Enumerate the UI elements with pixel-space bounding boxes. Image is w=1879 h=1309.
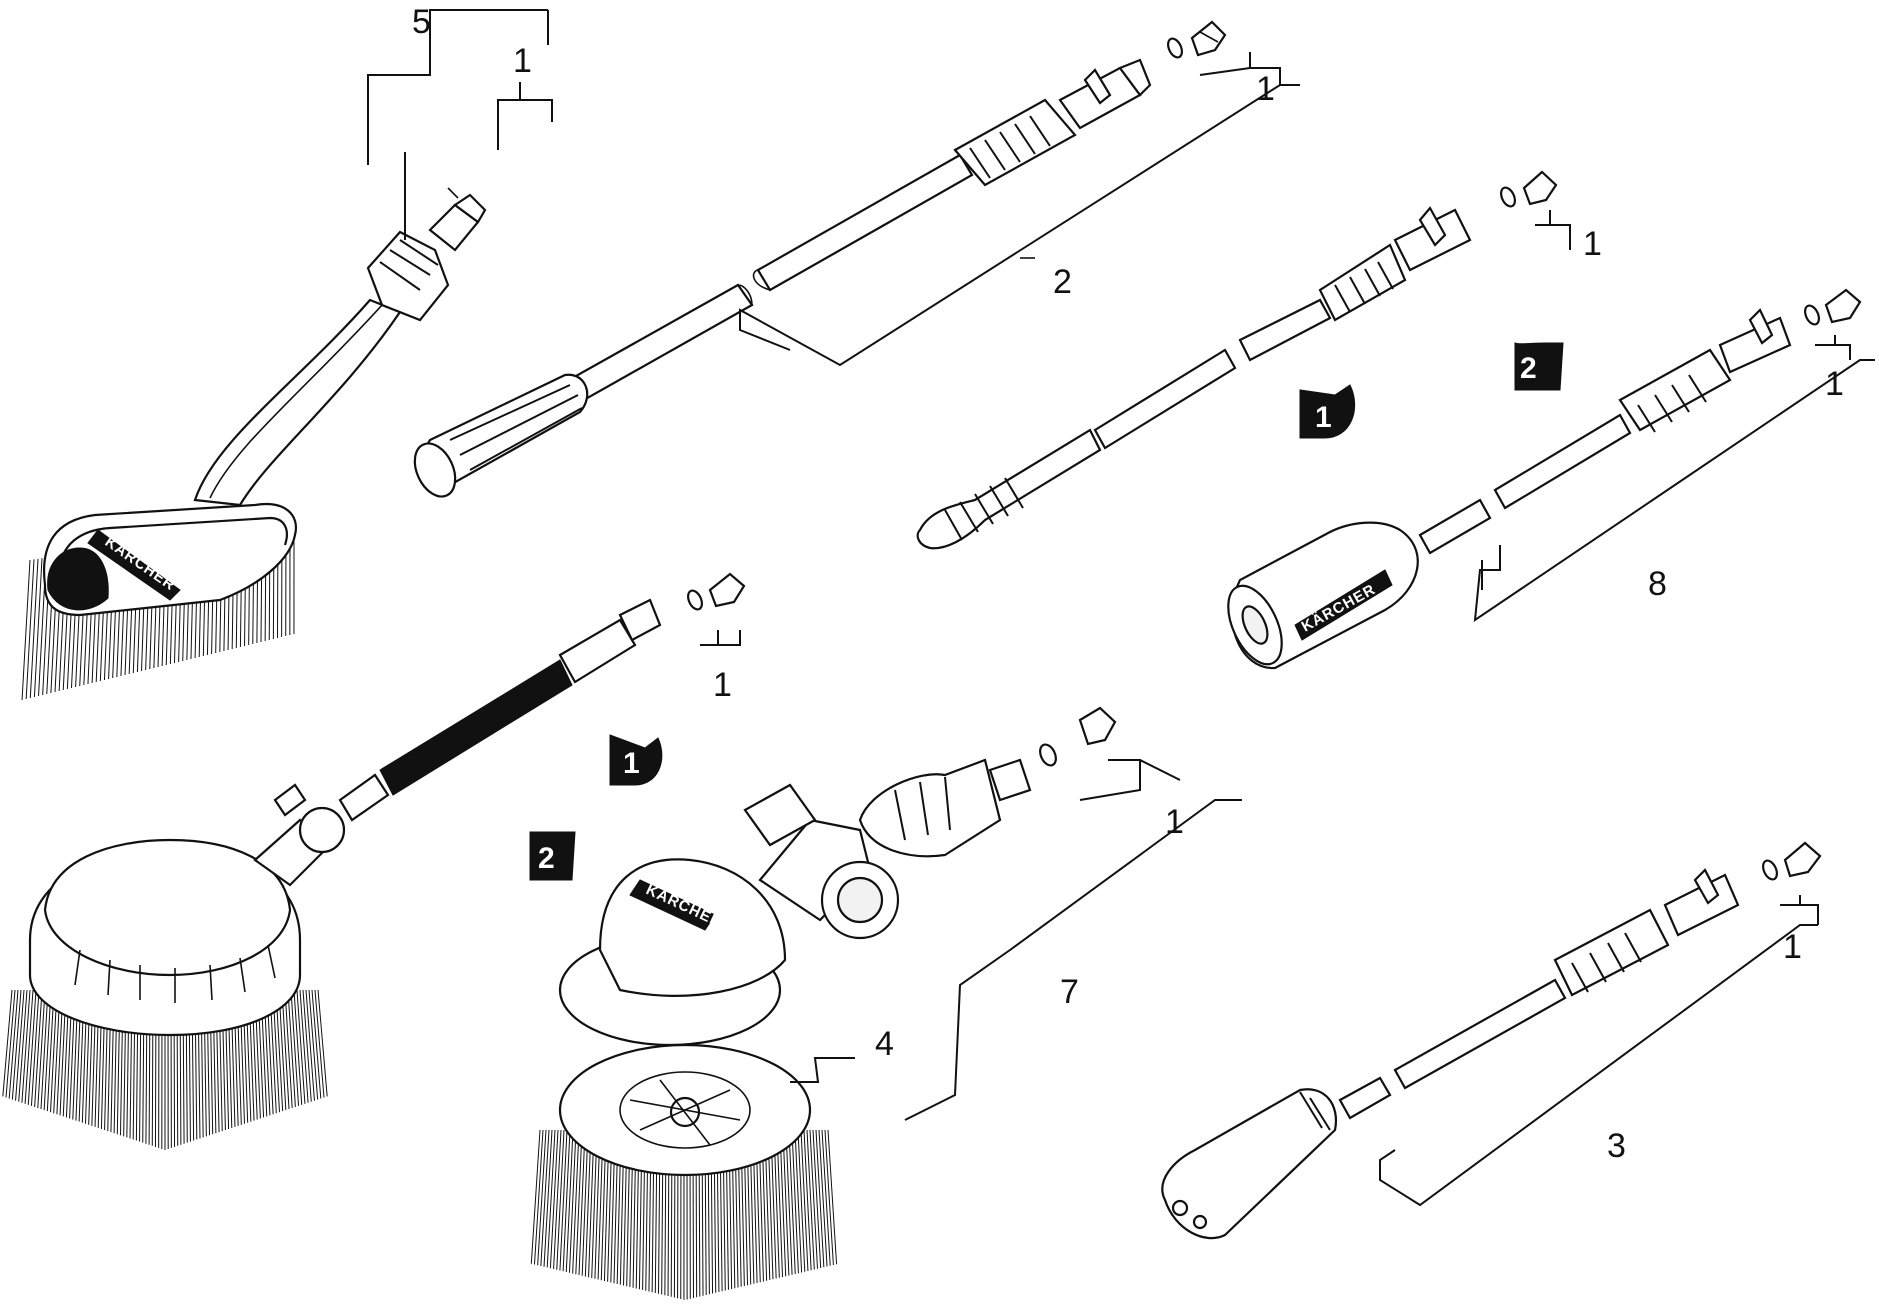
svg-text:1: 1 [623,747,640,780]
callout-1-brush: 1 [513,42,532,80]
leader-lines [367,9,1875,1207]
brush-bristles-left [2,989,328,1150]
part-5-wash-brush: KÄRCHER [21,187,487,701]
part-8-foam-lance: KÄRCHER [1227,288,1862,670]
part-2-extension-lance [413,20,1227,498]
part-4-brush-insert [530,1043,838,1300]
callout-1-lance-top: 1 [1256,70,1275,108]
part-rotating-wash-brush [2,572,746,1150]
callout-8: 8 [1648,565,1667,603]
callout-1-rotary-head: 1 [1165,803,1184,841]
part-7-rotary-brush-head: KÄRCHER [558,706,1117,1047]
svg-text:1: 1 [1315,401,1332,434]
callout-7: 7 [1060,973,1079,1011]
step-badge-2-top: 2 [1514,342,1564,391]
callout-5: 5 [412,3,431,41]
part-1-step-lance [916,170,1558,550]
callout-1-foam-lance: 1 [1825,365,1844,403]
step-badge-1-top: 1 [1299,384,1356,439]
part-3-rotary-nozzle [1161,841,1822,1240]
svg-text:2: 2 [538,842,555,875]
callout-3: 3 [1607,1127,1626,1165]
callout-2: 2 [1053,263,1072,301]
callout-numbers: 5 1 1 2 1 1 8 1 1 7 4 1 3 [412,3,1844,1165]
svg-text:2: 2 [1520,352,1537,385]
callout-1-rotating-brush: 1 [713,666,732,704]
step-badge-2-mid: 2 [529,831,576,881]
step-badge-1-mid: 1 [609,734,663,786]
callout-1-step-lance: 1 [1583,225,1602,263]
callout-4: 4 [875,1025,894,1063]
callout-1-rotary-lance: 1 [1783,928,1802,966]
